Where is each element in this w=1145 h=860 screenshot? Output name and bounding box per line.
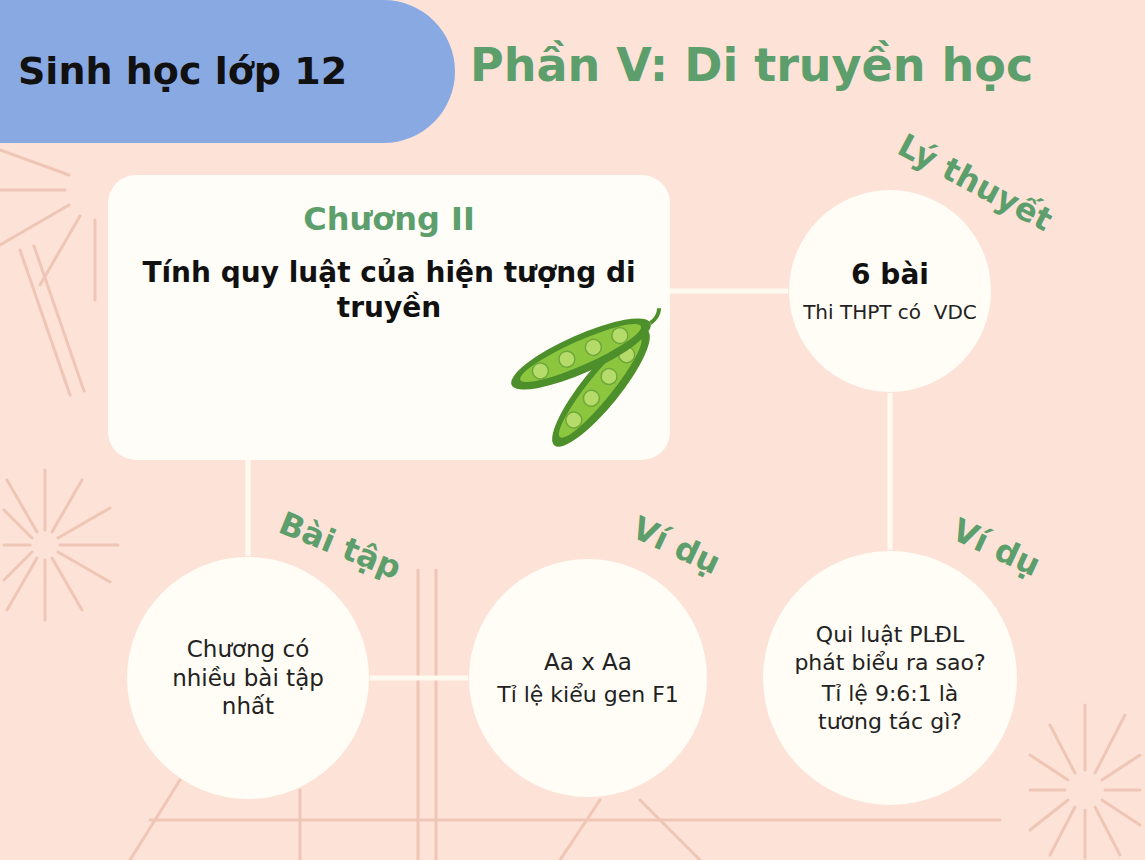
example-text: Aa x Aa [544, 648, 632, 677]
subject-label: Sinh học lớp 12 [18, 48, 347, 96]
exercise-circle: Bài tậpChương có nhiều bài tập nhất [126, 556, 370, 800]
circle-fill [469, 559, 707, 797]
circle-heading: Ví dụ [627, 510, 726, 581]
starburst [4, 470, 118, 620]
chapter-number: Chương II [303, 199, 475, 239]
chapter-box: Chương II Tính quy luật của hiện tượng di… [108, 175, 670, 460]
circle-heading: Ví dụ [947, 512, 1046, 583]
exam-note: Thi THPT có VDC [803, 300, 977, 325]
pea-pod-illustration [490, 300, 670, 460]
circle-fill [127, 557, 369, 799]
circle-fill [789, 190, 991, 392]
example-circle: Ví dụAa x AaTỉ lệ kiểu gen F1 [468, 558, 708, 798]
connector-line [246, 460, 251, 556]
circle-fill [763, 551, 1017, 805]
example-question: Qui luật PLĐL phát biểu ra sao? [788, 621, 993, 676]
connector-line [670, 289, 788, 294]
lesson-count: 6 bài [851, 257, 929, 292]
theory-circle: Lý thuyết6 bàiThi THPT có VDC [788, 189, 992, 393]
starburst [1030, 705, 1140, 858]
example-circle: Ví dụQui luật PLĐL phát biểu ra sao?Tỉ l… [762, 550, 1018, 806]
connector-line [370, 676, 468, 681]
example-question: Tỉ lệ 9:6:1 là tương tác gì? [788, 680, 993, 735]
exercise-note: Chương có nhiều bài tập nhất [158, 635, 338, 721]
pea-pod [504, 300, 670, 402]
chapter-title: Tính quy luật của hiện tượng di truyền [139, 255, 639, 325]
circle-outline [468, 558, 708, 798]
circle-outline [762, 550, 1018, 806]
connector-line [888, 393, 893, 550]
subject-tab: Sinh học lớp 12 [0, 0, 455, 143]
page-title: Phần V: Di truyền học [470, 38, 1033, 93]
example-text: Tỉ lệ kiểu gen F1 [497, 681, 679, 709]
